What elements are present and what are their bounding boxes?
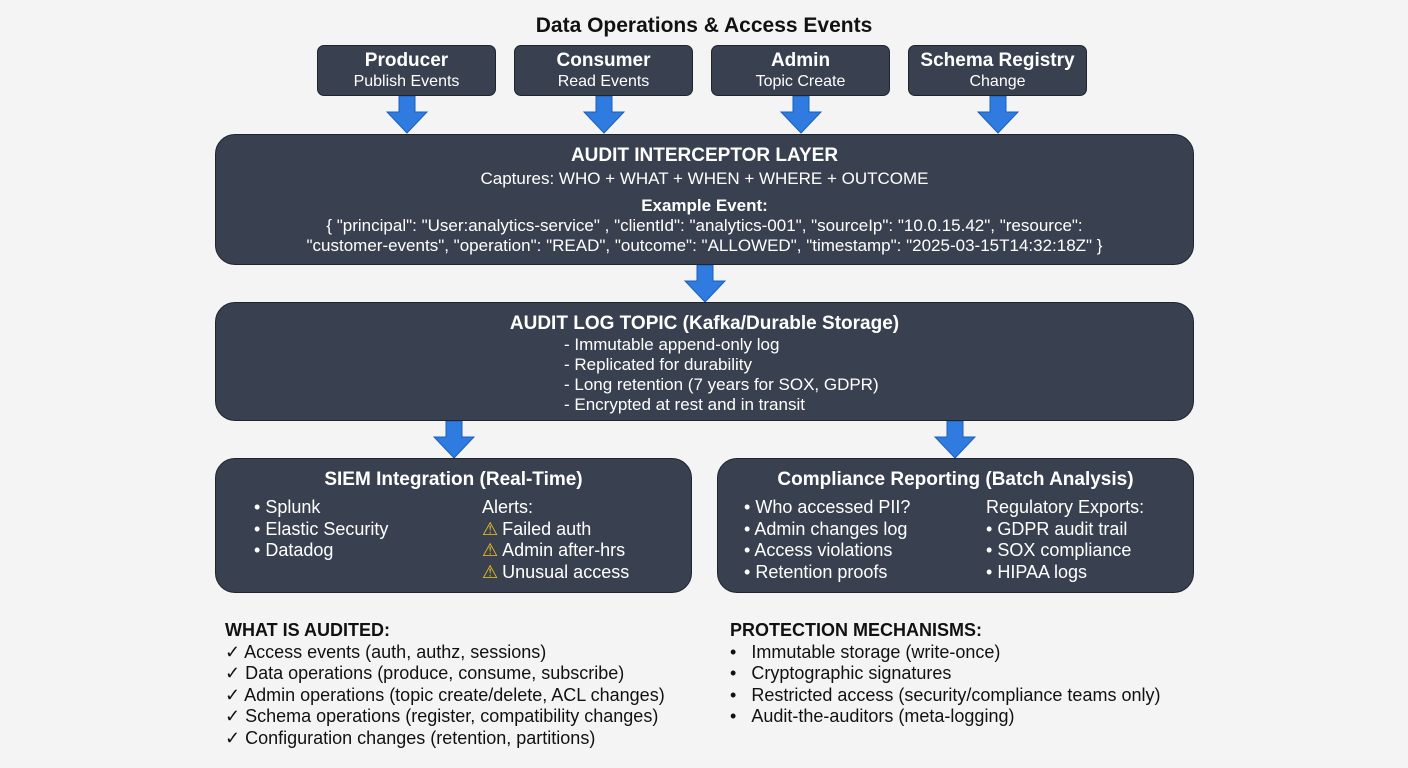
siem-alerts-list: Alerts: ⚠Failed auth ⚠Admin after-hrs ⚠U… — [482, 497, 629, 583]
bullet-icon: • — [744, 518, 751, 539]
list-item: ⚠Admin after-hrs — [482, 540, 626, 560]
bullet-icon: • — [730, 663, 737, 683]
bullet-icon: • — [986, 540, 993, 560]
warning-icon: ⚠ — [482, 518, 499, 539]
bullet-icon: • — [730, 706, 737, 726]
arrow-down-icon — [977, 96, 1019, 134]
list-item: ✓ Access events (auth, authz, sessions) — [225, 641, 547, 662]
siem-integration-box: SIEM Integration (Real-Time) • Splunk • … — [215, 458, 692, 593]
siem-title: SIEM Integration (Real-Time) — [324, 469, 583, 490]
source-subtitle: Topic Create — [755, 73, 846, 90]
list-item: • Cryptographic signatures — [730, 663, 952, 683]
list-item: ✓ Configuration changes (retention, part… — [225, 727, 596, 748]
list-item: • Restricted access (security/compliance… — [730, 684, 1161, 705]
audit-log-topic: AUDIT LOG TOPIC (Kafka/Durable Storage) … — [215, 302, 1194, 421]
siem-tools-list: • Splunk • Elastic Security • Datadog — [254, 497, 388, 562]
list-item: • GDPR audit trail — [986, 518, 1128, 539]
bullet-icon: • — [986, 561, 993, 582]
list-item: ✓ Schema operations (register, compatibi… — [225, 706, 659, 726]
bullet-icon: • — [730, 684, 737, 705]
example-event-line: "customer-events", "operation": "READ", … — [306, 236, 1103, 255]
source-box-consumer: Consumer Read Events — [514, 45, 693, 96]
list-item: • Elastic Security — [254, 518, 389, 539]
check-icon: ✓ — [225, 706, 241, 726]
list-item: • Admin changes log — [744, 518, 908, 539]
source-box-producer: Producer Publish Events — [317, 45, 496, 96]
protection-mechanisms-section: PROTECTION MECHANISMS: • Immutable stora… — [730, 620, 1160, 728]
source-title: Schema Registry — [920, 50, 1075, 71]
list-item: • Audit-the-auditors (meta-logging) — [730, 706, 1015, 726]
what-is-audited-section: WHAT IS AUDITED: ✓ Access events (auth, … — [225, 620, 665, 749]
list-item: • HIPAA logs — [986, 561, 1088, 582]
warning-icon: ⚠ — [482, 561, 499, 582]
bullet-icon: • — [254, 497, 261, 517]
interceptor-title: AUDIT INTERCEPTOR LAYER — [570, 145, 839, 166]
arrow-down-icon — [433, 421, 475, 459]
source-box-admin: Admin Topic Create — [711, 45, 890, 96]
bullet-icon: • — [254, 518, 261, 539]
list-item: ✓ Admin operations (topic create/delete,… — [225, 684, 665, 705]
source-box-schema-registry: Schema Registry Change — [908, 45, 1087, 96]
source-subtitle: Read Events — [557, 73, 650, 90]
arrow-down-icon — [386, 96, 428, 134]
list-item: - Encrypted at rest and in transit — [564, 395, 805, 414]
list-item: • SOX compliance — [986, 540, 1132, 560]
example-event-line: { "principal": "User:analytics-service" … — [326, 216, 1083, 235]
section-heading: PROTECTION MECHANISMS: — [730, 620, 982, 640]
source-title: Consumer — [556, 50, 651, 71]
list-item: - Replicated for durability — [564, 355, 753, 374]
list-item: ✓ Data operations (produce, consume, sub… — [225, 663, 625, 683]
list-item: • Who accessed PII? — [744, 497, 911, 517]
compliance-title: Compliance Reporting (Batch Analysis) — [777, 469, 1134, 490]
bullet-icon: • — [986, 518, 993, 539]
arrow-down-icon — [684, 265, 726, 303]
bullet-icon: • — [744, 540, 751, 560]
section-heading: WHAT IS AUDITED: — [225, 620, 390, 640]
arrow-down-icon — [583, 96, 625, 134]
check-icon: ✓ — [225, 727, 241, 748]
list-item: ⚠Failed auth — [482, 518, 592, 539]
compliance-questions-list: • Who accessed PII? • Admin changes log … — [744, 497, 910, 583]
audited-list: ✓ Access events (auth, authz, sessions) … — [225, 642, 665, 750]
audit-log-title: AUDIT LOG TOPIC (Kafka/Durable Storage) — [509, 313, 900, 334]
alerts-label: Alerts: — [482, 497, 534, 517]
protection-list: • Immutable storage (write-once) • Crypt… — [730, 642, 1160, 728]
list-item: • Datadog — [254, 540, 334, 560]
check-icon: ✓ — [225, 684, 241, 705]
source-subtitle: Publish Events — [353, 73, 460, 90]
exports-label: Regulatory Exports: — [986, 497, 1145, 517]
arrow-down-icon — [780, 96, 822, 134]
list-item: • Splunk — [254, 497, 321, 517]
interceptor-captures: Captures: WHO + WHAT + WHEN + WHERE + OU… — [480, 169, 929, 188]
bullet-icon: • — [744, 497, 751, 517]
bullet-icon: • — [254, 540, 261, 560]
list-item: • Immutable storage (write-once) — [730, 641, 1001, 662]
compliance-exports-list: Regulatory Exports: • GDPR audit trail •… — [986, 497, 1144, 583]
source-subtitle: Change — [969, 73, 1026, 90]
list-item: ⚠Unusual access — [482, 561, 630, 582]
audit-log-list: - Immutable append-only log - Replicated… — [564, 335, 879, 415]
list-item: • Access violations — [744, 540, 893, 560]
warning-icon: ⚠ — [482, 540, 499, 560]
bullet-icon: • — [744, 561, 751, 582]
diagram-title: Data Operations & Access Events — [535, 14, 873, 37]
source-title: Admin — [770, 50, 831, 71]
example-event-label: Example Event: — [641, 196, 768, 215]
source-title: Producer — [364, 50, 449, 71]
audit-interceptor-layer: AUDIT INTERCEPTOR LAYER Captures: WHO + … — [215, 134, 1194, 265]
check-icon: ✓ — [225, 641, 241, 662]
bullet-icon: • — [730, 641, 737, 662]
list-item: - Immutable append-only log — [564, 335, 780, 354]
compliance-reporting-box: Compliance Reporting (Batch Analysis) • … — [717, 458, 1194, 593]
check-icon: ✓ — [225, 663, 241, 683]
arrow-down-icon — [934, 421, 976, 459]
list-item: - Long retention (7 years for SOX, GDPR) — [564, 375, 879, 394]
list-item: • Retention proofs — [744, 561, 888, 582]
